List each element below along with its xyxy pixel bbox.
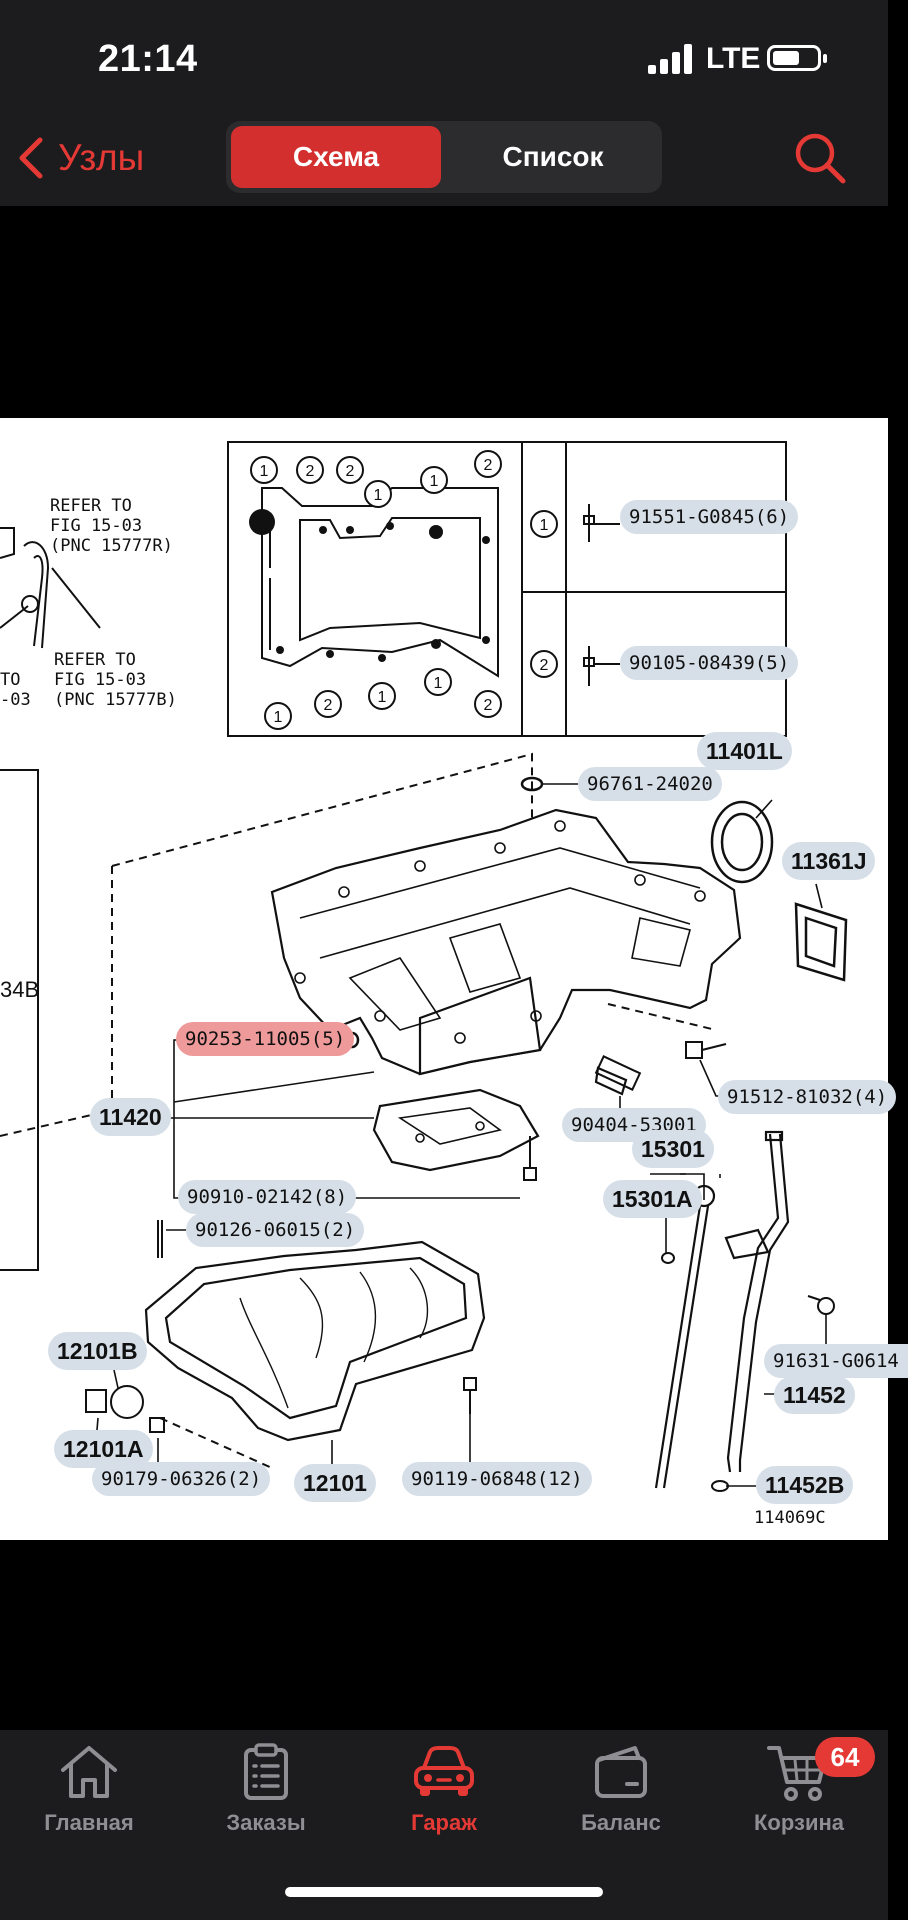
- svg-text:1: 1: [274, 709, 283, 726]
- part-15301A[interactable]: 15301A: [603, 1180, 702, 1218]
- part-90126-06015[interactable]: 90126-06015(2): [186, 1213, 365, 1247]
- signal-icon: [648, 44, 694, 74]
- search-button[interactable]: [792, 130, 848, 186]
- cut-part-label: 34B: [0, 977, 40, 1002]
- svg-text:2: 2: [484, 457, 493, 474]
- tab-garage-label: Гараж: [411, 1810, 477, 1835]
- refer-note-1: REFER TO FIG 15-03 (PNC 15777R): [50, 496, 173, 556]
- cart-count-badge: 64: [815, 1737, 875, 1777]
- part-11452[interactable]: 11452: [774, 1376, 855, 1414]
- svg-text:1: 1: [434, 675, 443, 692]
- tab-cart-label: Корзина: [754, 1810, 844, 1835]
- part-11401L[interactable]: 11401L: [697, 732, 792, 770]
- tab-home-label: Главная: [44, 1810, 134, 1835]
- part-11452B[interactable]: 11452B: [756, 1466, 854, 1504]
- status-time: 21:14: [98, 38, 198, 80]
- tab-orders[interactable]: Заказы: [177, 1742, 355, 1862]
- svg-text:2: 2: [306, 463, 315, 480]
- svg-text:2: 2: [346, 463, 355, 480]
- svg-text:1: 1: [430, 473, 439, 490]
- parts-diagram[interactable]: 1 2 2 1 1 2 1 2 1 1 2 1 2: [0, 418, 908, 1540]
- chevron-left-icon: [19, 137, 43, 179]
- nav-bar: Узлы Схема Список: [0, 120, 888, 206]
- car-icon: [414, 1746, 474, 1796]
- refer-note-2: REFER TO FIG 15-03 (PNC 15777B): [54, 650, 177, 710]
- svg-text:1: 1: [260, 463, 269, 480]
- tab-orders-label: Заказы: [226, 1810, 306, 1835]
- tab-garage[interactable]: Гараж: [355, 1742, 533, 1862]
- tab-balance[interactable]: Баланс: [532, 1742, 710, 1862]
- battery-icon: [767, 45, 827, 71]
- refer-note-cut: TO -03: [0, 670, 31, 710]
- figure-code: 114069C: [754, 1508, 826, 1528]
- part-12101[interactable]: 12101: [294, 1464, 376, 1502]
- part-90119-06848[interactable]: 90119-06848(12): [402, 1462, 592, 1496]
- view-segmented-control: Схема Список: [226, 121, 662, 193]
- part-90253-11005-selected[interactable]: 90253-11005(5): [176, 1022, 355, 1056]
- clipboard-icon: [244, 1743, 288, 1800]
- network-type: LTE: [706, 42, 761, 75]
- search-icon: [795, 133, 846, 184]
- part-11420[interactable]: 11420: [90, 1098, 171, 1136]
- svg-text:2: 2: [540, 657, 549, 674]
- part-90910-02142[interactable]: 90910-02142(8): [178, 1180, 357, 1214]
- part-90179-06326[interactable]: 90179-06326(2): [92, 1462, 271, 1496]
- home-indicator: [285, 1887, 603, 1897]
- home-icon: [61, 1746, 117, 1798]
- part-91512-81032[interactable]: 91512-81032(4): [718, 1080, 897, 1114]
- tab-home[interactable]: Главная: [0, 1742, 178, 1862]
- status-bar: 21:14 LTE: [0, 0, 888, 120]
- segment-scheme[interactable]: Схема: [231, 126, 441, 188]
- svg-text:2: 2: [324, 697, 333, 714]
- part-91631-G0614[interactable]: 91631-G0614: [764, 1344, 908, 1378]
- part-15301[interactable]: 15301: [632, 1130, 714, 1168]
- wallet-icon: [595, 1746, 647, 1798]
- part-12101A[interactable]: 12101A: [54, 1430, 153, 1468]
- back-button[interactable]: Узлы: [18, 130, 144, 186]
- part-11361J[interactable]: 11361J: [782, 842, 876, 880]
- svg-text:2: 2: [484, 697, 493, 714]
- diagram-drawing: 1 2 2 1 1 2 1 2 1 1 2 1 2: [0, 441, 848, 1492]
- segment-list[interactable]: Список: [502, 141, 604, 172]
- part-90105-08439[interactable]: 90105-08439(5): [620, 646, 799, 680]
- svg-text:1: 1: [378, 689, 387, 706]
- svg-text:1: 1: [374, 487, 383, 504]
- tab-balance-label: Баланс: [581, 1810, 661, 1835]
- part-12101B[interactable]: 12101B: [48, 1332, 147, 1370]
- svg-text:1: 1: [540, 517, 549, 534]
- back-label: Узлы: [58, 137, 145, 178]
- part-96761-24020[interactable]: 96761-24020: [578, 767, 722, 801]
- part-91551-G0845[interactable]: 91551-G0845(6): [620, 500, 799, 534]
